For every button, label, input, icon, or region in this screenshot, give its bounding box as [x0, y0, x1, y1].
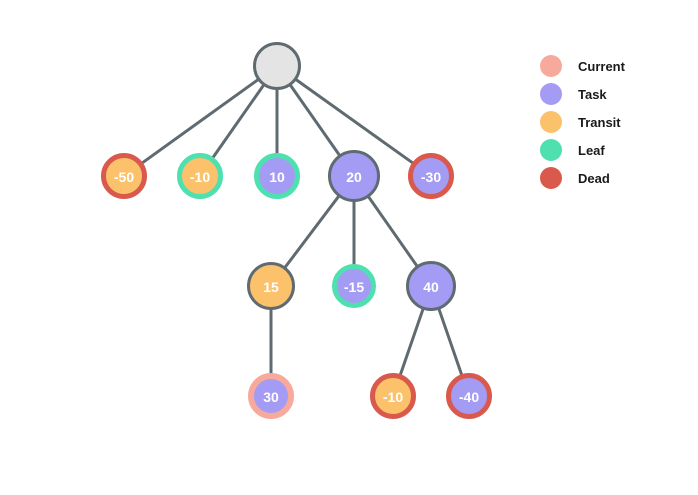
graph-node[interactable] [253, 42, 301, 90]
node-circle[interactable] [247, 262, 295, 310]
node-circle[interactable] [328, 150, 380, 202]
node-circle[interactable] [253, 42, 301, 90]
graph-edge [288, 83, 342, 158]
graph-edge [211, 83, 266, 160]
node-circle[interactable] [446, 373, 492, 419]
graph-edge [283, 194, 341, 270]
graph-node[interactable]: 40 [406, 261, 456, 311]
legend-swatch-icon [540, 167, 562, 189]
edge-layer [140, 77, 464, 377]
legend-item-transit[interactable]: Transit [540, 108, 690, 136]
legend-item-label: Current [578, 58, 625, 74]
legend-swatch-icon [540, 111, 562, 133]
legend-swatch-icon [540, 55, 562, 77]
graph-node[interactable]: -15 [332, 264, 376, 308]
graph-node[interactable]: -30 [408, 153, 454, 199]
node-circle[interactable] [406, 261, 456, 311]
legend-item-task[interactable]: Task [540, 80, 690, 108]
graph-node[interactable]: -10 [177, 153, 223, 199]
legend-swatch-icon [540, 139, 562, 161]
legend-item-current[interactable]: Current [540, 52, 690, 80]
graph-edge [398, 307, 425, 377]
node-circle[interactable] [254, 153, 300, 199]
node-circle[interactable] [101, 153, 147, 199]
graph-edge [294, 77, 415, 165]
graph-node[interactable]: 30 [248, 373, 294, 419]
graph-node[interactable]: 10 [254, 153, 300, 199]
graph-node[interactable]: 20 [328, 150, 380, 202]
graph-edge [140, 77, 260, 165]
node-circle[interactable] [332, 264, 376, 308]
node-circle[interactable] [408, 153, 454, 199]
node-circle[interactable] [370, 373, 416, 419]
legend-item-label: Task [578, 86, 607, 102]
graph-edge [437, 307, 464, 377]
graph-edge [366, 194, 419, 268]
graph-node[interactable]: 15 [247, 262, 295, 310]
node-circle[interactable] [177, 153, 223, 199]
graph-node[interactable]: -10 [370, 373, 416, 419]
node-circle[interactable] [248, 373, 294, 419]
legend-item-label: Leaf [578, 142, 605, 158]
graph-node[interactable]: -50 [101, 153, 147, 199]
legend-item-label: Dead [578, 170, 610, 186]
graph-node[interactable]: -40 [446, 373, 492, 419]
legend-item-label: Transit [578, 114, 621, 130]
legend-item-leaf[interactable]: Leaf [540, 136, 690, 164]
node-layer: -50 -10 10 20 -30 15 -15 40 30 -10 -40 [101, 42, 492, 419]
legend-item-dead[interactable]: Dead [540, 164, 690, 192]
legend-swatch-icon [540, 83, 562, 105]
